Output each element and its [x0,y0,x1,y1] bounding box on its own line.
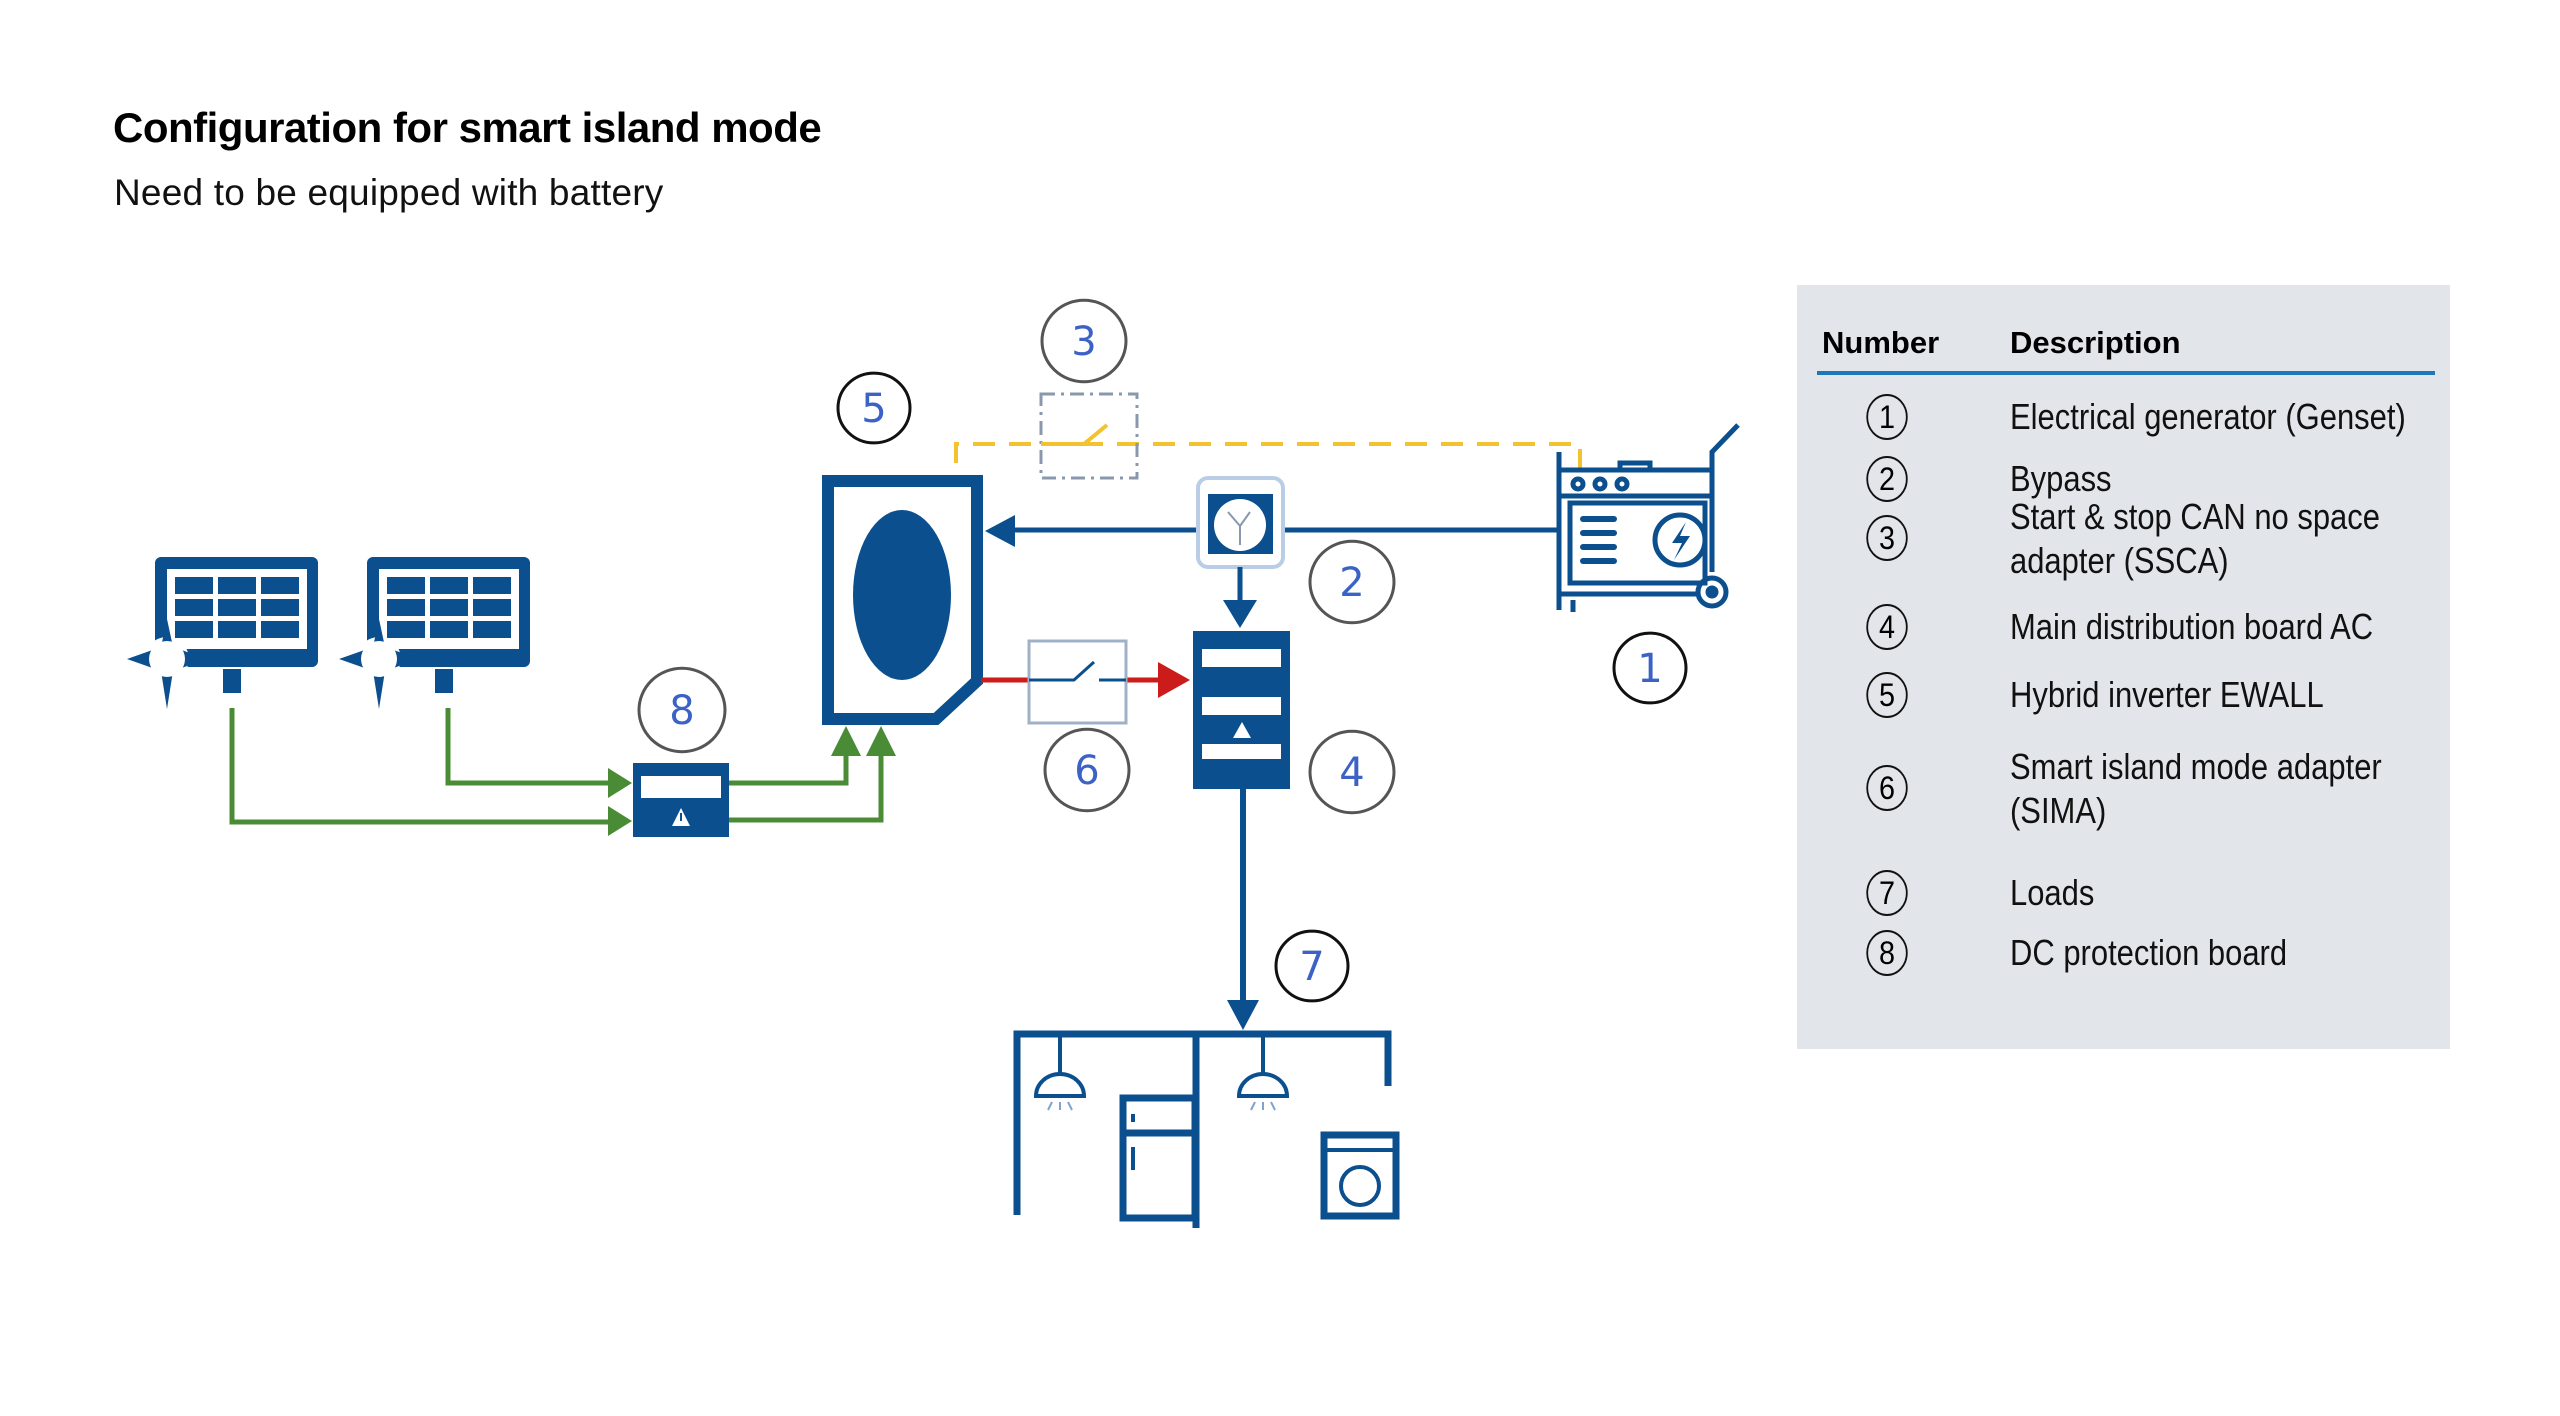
sun-icon [127,619,207,709]
callout-5: 5 [836,371,912,445]
arrowhead [1227,1000,1259,1030]
legend-description: Bypass [2010,458,2112,499]
solar-panel-icon [339,557,530,709]
arrowhead [831,726,861,756]
arrowhead [1158,662,1190,698]
bypass-switch-icon [1196,476,1285,569]
legend-description: Smart island mode adapter [2010,746,2382,787]
legend-table: Number Description 1 Electrical generator… [1797,285,2450,1049]
arrowhead [608,768,632,798]
bypass-switch [1196,476,1285,628]
callout-circle [836,371,912,445]
arrowhead [866,726,896,756]
ac-output-line [981,662,1190,698]
ceiling-lamp-icon [1236,1034,1290,1111]
legend-description: DC protection board [2010,932,2288,973]
callout-circle [1308,729,1396,815]
dc-protection-board [633,763,729,837]
legend-header-number: Number [1822,325,1940,360]
ssca-adapter [1039,392,1139,480]
callouts: 1 2 3 4 5 6 7 8 [637,298,1688,1003]
callout-4: 4 [1308,729,1396,815]
callout-circle [1274,929,1350,1003]
page-subtitle: Need to be equipped with battery [114,172,664,213]
solar-panel-2 [339,557,530,709]
switch-icon [1029,660,1126,682]
legend-description: Loads [2010,872,2095,913]
callout-number: 8 [669,688,694,734]
legend-header-description: Description [2010,325,2181,360]
legend-description: Hybrid inverter EWALL [2010,674,2324,715]
callout-number: 3 [1071,319,1096,365]
solar-panel-1 [127,557,318,709]
callout-number: 2 [1339,560,1364,606]
legend-description: Start & stop CAN no space [2010,496,2380,537]
arrowhead [1223,600,1257,628]
callout-1: 1 [1612,631,1688,705]
load-bus [1013,1030,1392,1215]
ceiling-lamp-icon [1033,1034,1087,1111]
can-signal-line [954,442,1582,484]
legend-description: (SIMA) [2010,790,2107,831]
genset [1556,423,1740,612]
dc-line-to-inverter-2 [729,750,884,823]
callout-number: 4 [1339,750,1364,796]
switch-icon [1041,423,1109,446]
legend-description: Main distribution board AC [2010,606,2374,647]
legend-number-circle: 3 [1866,515,1908,561]
legend-number-circle: 6 [1866,765,1908,811]
arrowhead [985,515,1015,547]
ac-line-genset-bypass-inverter [985,515,1559,547]
sun-icon [339,619,419,709]
callout-number: 1 [1637,646,1662,692]
page-title: Configuration for smart island mode [113,104,822,151]
distribution-board-icon [1193,631,1290,789]
callout-circle [1040,298,1128,384]
dc-line-to-inverter-1 [729,750,849,786]
dc-line-panel-2 [445,708,612,786]
inverter-icon [822,475,983,725]
lightning-icon [1672,522,1690,560]
legend-number-circle: 7 [1866,870,1908,916]
system-diagram: 1 2 3 4 5 6 7 8 [127,298,1740,1228]
main-distribution-board [1193,631,1290,1030]
callout-3: 3 [1040,298,1128,384]
callout-circle [637,666,727,754]
washing-machine-icon [1320,1131,1400,1220]
legend-description: Electrical generator (Genset) [2010,396,2406,437]
sima-adapter [1027,639,1128,725]
callout-circle [1308,539,1396,625]
legend-number-circle: 2 [1866,456,1908,502]
callout-number: 5 [861,386,886,432]
callout-7: 7 [1274,929,1350,1003]
callout-2: 2 [1308,539,1396,625]
callout-number: 7 [1299,944,1324,990]
legend-number-circle: 5 [1866,672,1908,718]
callout-8: 8 [637,666,727,754]
breaker-box-icon [633,763,729,837]
hybrid-inverter [822,475,983,725]
generator-icon [1556,423,1740,612]
callout-circle [1612,631,1688,705]
fridge-icon [1119,1094,1199,1222]
legend-number-circle: 4 [1866,604,1908,650]
callout-circle [1043,727,1131,813]
loads [1013,1030,1400,1228]
dc-arrowheads [608,726,896,836]
callout-number: 6 [1074,748,1099,794]
legend-header-divider [1817,371,2435,375]
arrowhead [608,806,632,836]
callout-6: 6 [1043,727,1131,813]
legend-number-circle: 1 [1866,394,1908,440]
dc-line-panel-1 [229,708,612,825]
solar-panel-icon [127,557,318,709]
legend-number-circle: 8 [1866,930,1908,976]
dc-lines [229,708,884,825]
legend-description: adapter (SSCA) [2010,540,2229,581]
